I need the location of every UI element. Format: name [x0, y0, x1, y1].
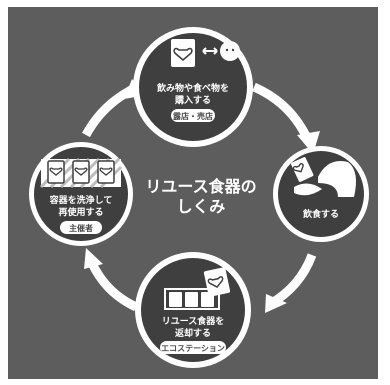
node-purchase-badge-label: 露店・売店 — [173, 111, 213, 121]
node-wash-badge-label: 主催者 — [69, 223, 93, 233]
diagram-title-line-2: しくみ — [177, 197, 226, 216]
node-wash-badge — [60, 221, 102, 234]
node-return: リユース食器を 返却する エコステーション — [135, 252, 251, 368]
node-return-badge-label: エコステーション — [161, 344, 225, 353]
node-purchase: 飲み物や食べ物を 購入する 露店・売店 — [133, 27, 253, 147]
node-purchase-text-2: 購入する — [174, 94, 211, 106]
cycle-svg: 飲み物や食べ物を 購入する 露店・売店 飲食する リユース食器を 返却する — [29, 27, 369, 368]
node-purchase-text-1: 飲み物や食べ物を — [156, 82, 229, 94]
node-return-badge — [160, 341, 226, 354]
arrow-top-to-right — [252, 82, 313, 142]
node-eat-text-1: 飲食する — [302, 208, 339, 220]
reuse-cycle-diagram: 飲み物や食べ物を 購入する 露店・売店 飲食する リユース食器を 返却する — [8, 7, 378, 379]
arrow-right-to-bottom — [267, 253, 317, 308]
arrowhead-bottom — [265, 294, 287, 313]
node-wash-text-2: 再使用する — [58, 206, 103, 218]
person-drinking-icon — [291, 157, 356, 197]
washed-cups-icon — [39, 157, 123, 189]
cups-in-return-box-icon — [164, 267, 231, 310]
diagram-title-line-1: リユース食器の — [145, 177, 256, 196]
node-return-text-2: 返却する — [175, 327, 211, 339]
arrow-bottom-to-left — [87, 261, 138, 312]
node-wash: 容器を洗浄して 再使用する 主催者 — [29, 142, 133, 246]
node-wash-text-1: 容器を洗浄して — [49, 194, 113, 206]
node-purchase-badge — [171, 109, 215, 122]
node-return-text-1: リユース食器を — [162, 315, 225, 327]
arrowhead-left — [84, 248, 103, 269]
node-purchase-inner — [139, 33, 247, 141]
node-eat: 飲食する — [273, 146, 369, 242]
cup-and-food-exchange-icon — [171, 39, 240, 67]
